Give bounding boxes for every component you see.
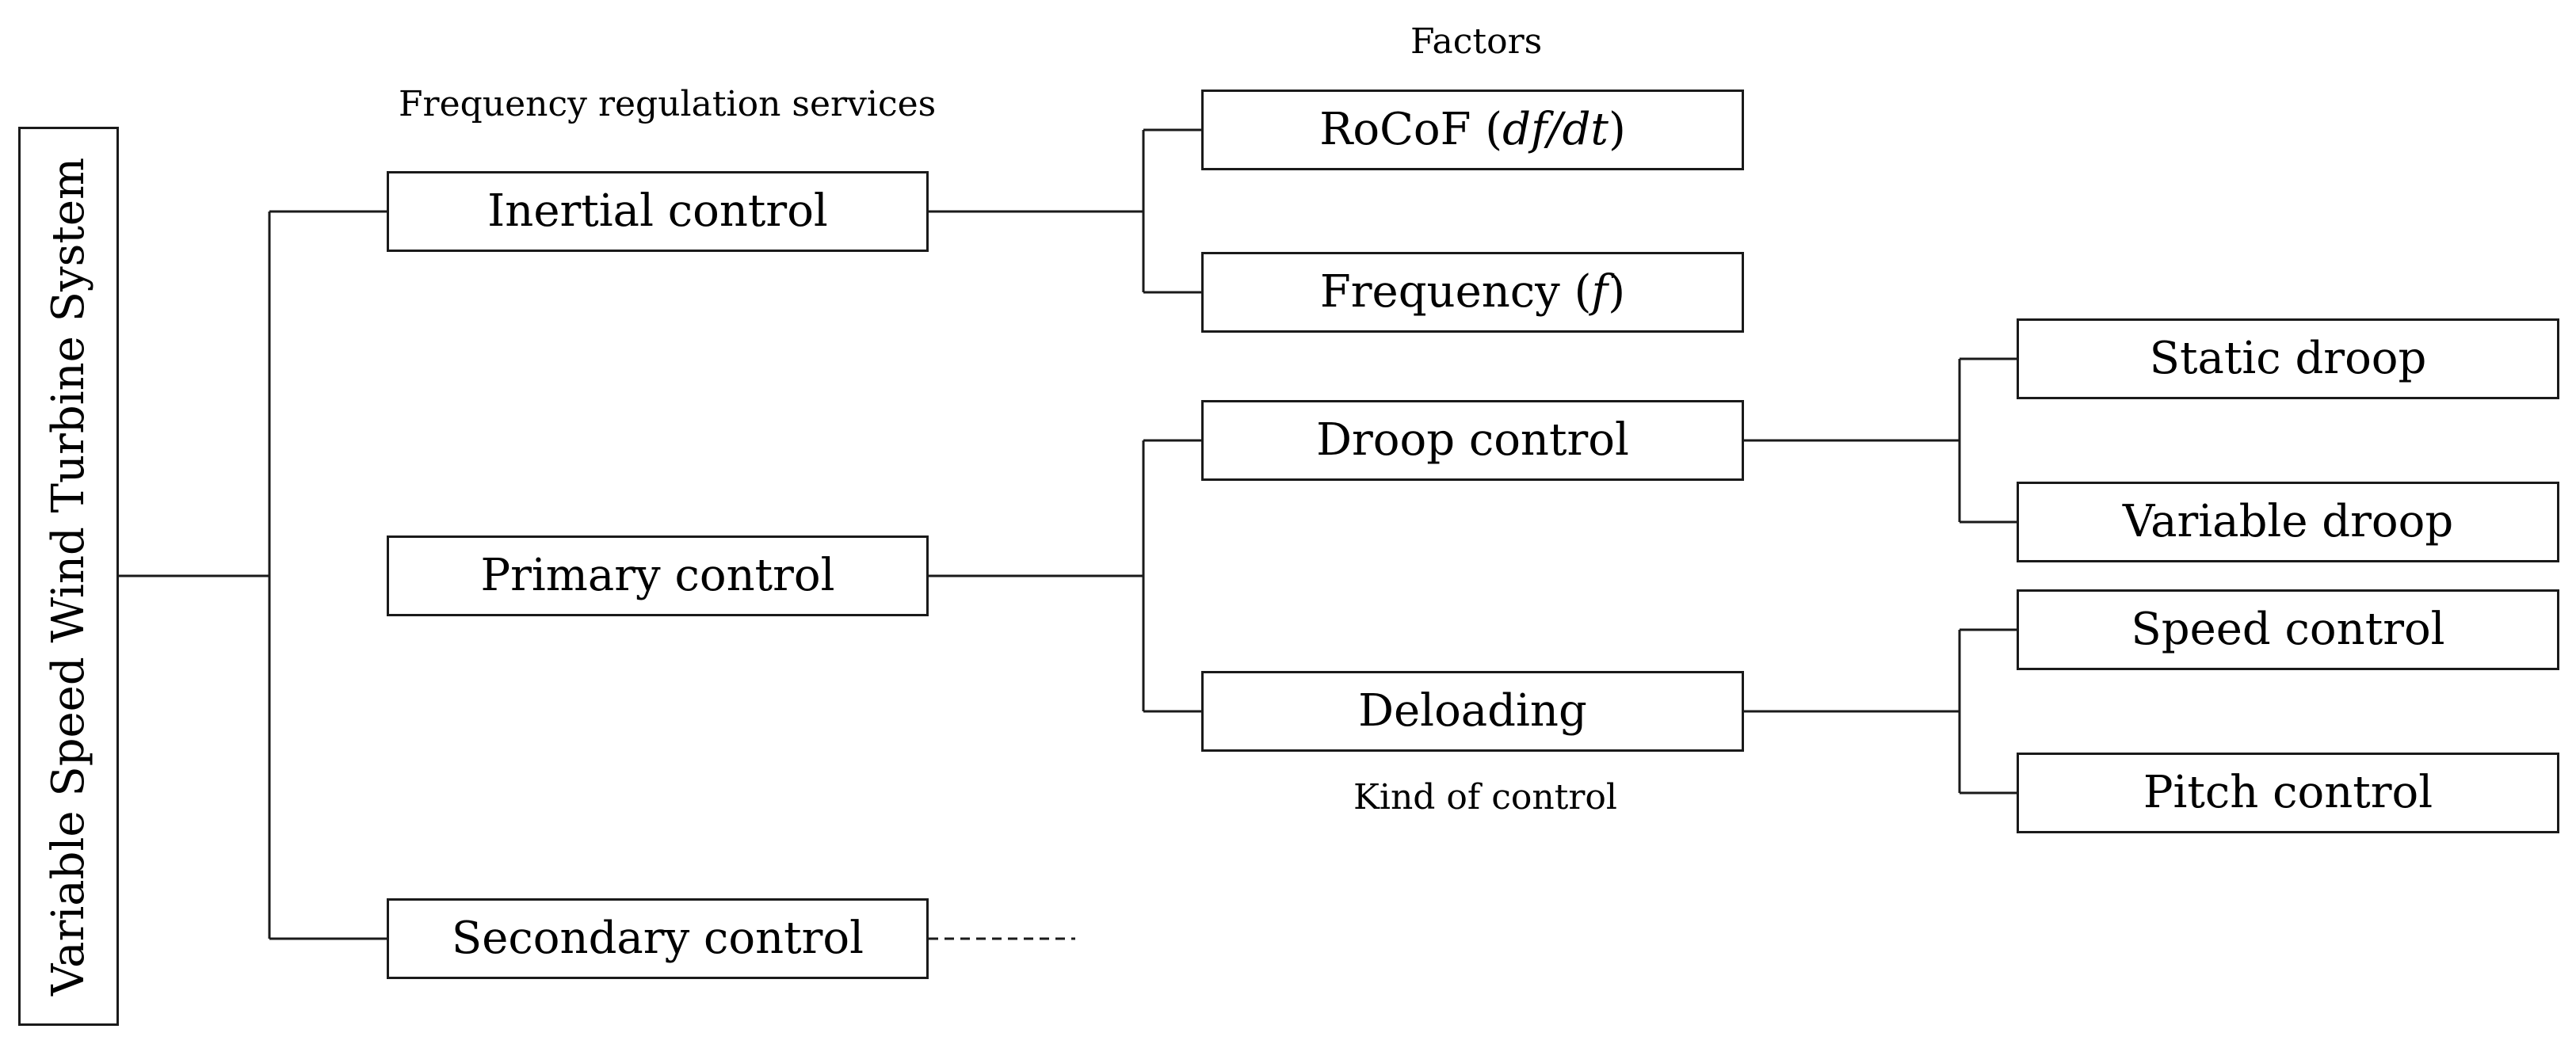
inertial-control-label: Inertial control	[487, 185, 828, 237]
droop-control-label: Droop control	[1316, 414, 1629, 466]
speed-control-label: Speed control	[2131, 604, 2445, 655]
deloading-label: Deloading	[1358, 685, 1587, 737]
deloading-box: Deloading	[1201, 671, 1744, 752]
speed-control-box: Speed control	[2017, 589, 2559, 670]
frequency-label: Frequency (f)	[1319, 266, 1626, 318]
droop-control-box: Droop control	[1201, 400, 1744, 481]
secondary-control-label: Secondary control	[451, 913, 864, 964]
pitch-control-box: Pitch control	[2017, 753, 2559, 833]
primary-control-label: Primary control	[480, 550, 835, 601]
inertial-control-box: Inertial control	[387, 171, 929, 252]
rocof-box: RoCoF (df/dt)	[1201, 90, 1744, 170]
caption-kind: Kind of control	[1353, 777, 1617, 817]
caption-services: Frequency regulation services	[399, 84, 937, 124]
pitch-control-label: Pitch control	[2143, 767, 2433, 818]
root-box: Variable Speed Wind Turbine System	[18, 127, 119, 1026]
static-droop-box: Static droop	[2017, 318, 2559, 399]
secondary-control-box: Secondary control	[387, 898, 929, 979]
static-droop-label: Static droop	[2149, 333, 2427, 384]
primary-control-box: Primary control	[387, 535, 929, 616]
root-label: Variable Speed Wind Turbine System	[42, 157, 94, 996]
variable-droop-box: Variable droop	[2017, 482, 2559, 562]
rocof-label: RoCoF (df/dt)	[1319, 104, 1626, 155]
caption-factors: Factors	[1410, 21, 1543, 62]
variable-droop-label: Variable droop	[2122, 496, 2454, 547]
frequency-box: Frequency (f)	[1201, 252, 1744, 333]
